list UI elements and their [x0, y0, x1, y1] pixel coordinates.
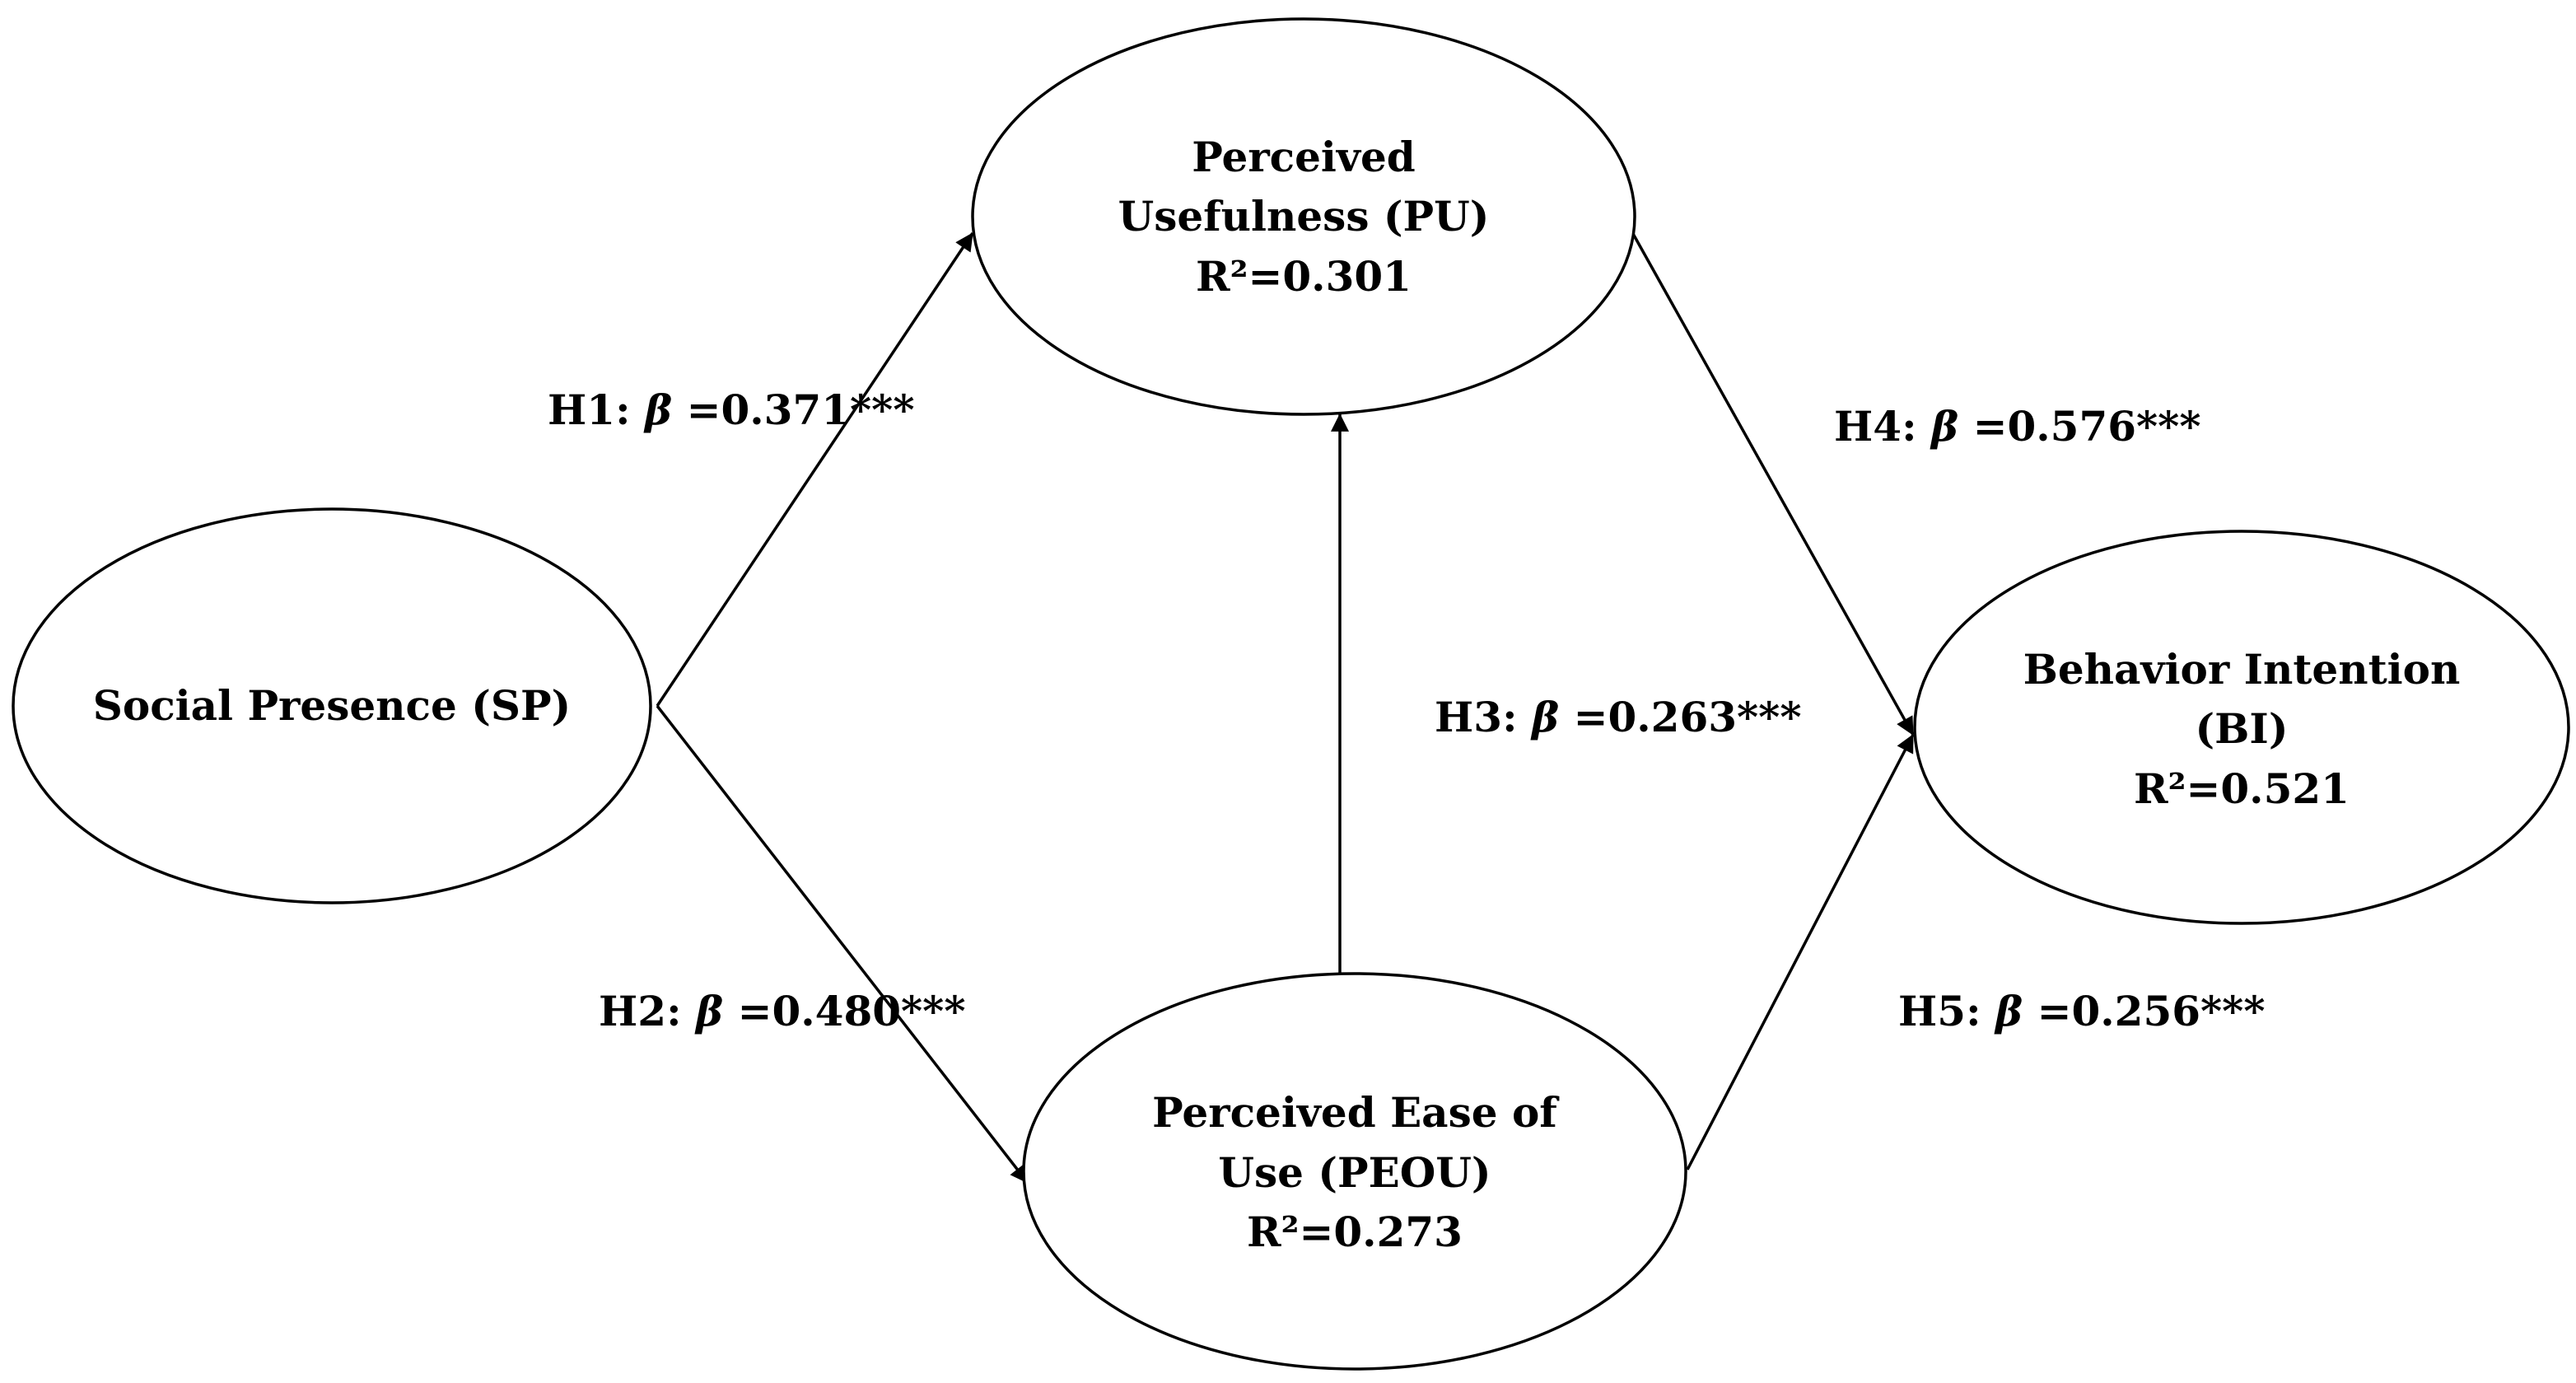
- edge-h5: [1686, 734, 1915, 1170]
- edge-label-h2-value: =0.480***: [723, 987, 965, 1035]
- edge-label-h1-value: =0.371***: [672, 385, 914, 434]
- edge-label-h2-prefix: H2:: [599, 987, 696, 1035]
- node-perceived-ease-of-use: Perceived Ease of Use (PEOU) R²=0.273: [1022, 972, 1687, 1371]
- node-pu-line-2: Usefulness (PU): [1118, 192, 1490, 241]
- edge-label-h3-beta: β: [1530, 693, 1559, 741]
- edge-label-h5-value: =0.256***: [2023, 987, 2265, 1035]
- node-behavior-intention: Behavior Intention (BI) R²=0.521: [1913, 530, 2570, 925]
- node-sp-ellipse: [12, 507, 652, 904]
- node-sp-line-1: Social Presence (SP): [93, 681, 571, 730]
- node-peou-line-3: R²=0.273: [1247, 1208, 1463, 1256]
- node-social-presence: Social Presence (SP): [12, 507, 652, 904]
- edge-label-h3-prefix: H3:: [1435, 693, 1532, 741]
- edge-label-h5-beta: β: [1994, 987, 2023, 1035]
- edge-h4: [1631, 231, 1915, 736]
- edges: [656, 231, 1915, 1184]
- node-perceived-usefulness: Perceived Usefulness (PU) R²=0.301: [971, 17, 1636, 416]
- node-bi-ellipse: [1913, 530, 2570, 925]
- edge-label-h5-prefix: H5:: [1898, 987, 1995, 1035]
- edge-label-h1-prefix: H1:: [548, 385, 645, 434]
- node-pu-ellipse: [971, 17, 1636, 416]
- node-bi-line-1: Behavior Intention: [2023, 645, 2461, 694]
- edge-label-h4-beta: β: [1930, 402, 1958, 451]
- edge-label-h4-value: =0.576***: [1958, 402, 2200, 451]
- node-peou-ellipse: [1022, 972, 1687, 1371]
- edge-label-h4-prefix: H4:: [1834, 402, 1931, 451]
- edge-label-h1: H1: β =0.371***: [476, 385, 958, 434]
- node-bi-line-3: R²=0.521: [2134, 764, 2350, 813]
- edge-label-h5: H5: β =0.256***: [1827, 987, 2308, 1035]
- edge-label-h4: H4: β =0.576***: [1762, 402, 2244, 451]
- edge-label-h2-beta: β: [694, 987, 723, 1035]
- edge-label-h3: H3: β =0.263***: [1363, 693, 1845, 741]
- edge-label-h2: H2: β =0.480***: [527, 987, 1009, 1035]
- node-pu-line-1: Perceived: [1192, 133, 1415, 181]
- node-bi-line-2: (BI): [2196, 704, 2289, 753]
- node-pu-line-3: R²=0.301: [1196, 252, 1412, 301]
- edge-h2: [656, 704, 1029, 1184]
- edge-label-h3-value: =0.263***: [1559, 693, 1801, 741]
- node-peou-line-2: Use (PEOU): [1218, 1148, 1491, 1197]
- node-peou-line-1: Perceived Ease of: [1152, 1088, 1560, 1137]
- edge-label-h1-beta: β: [643, 385, 672, 434]
- edge-h1: [656, 232, 974, 707]
